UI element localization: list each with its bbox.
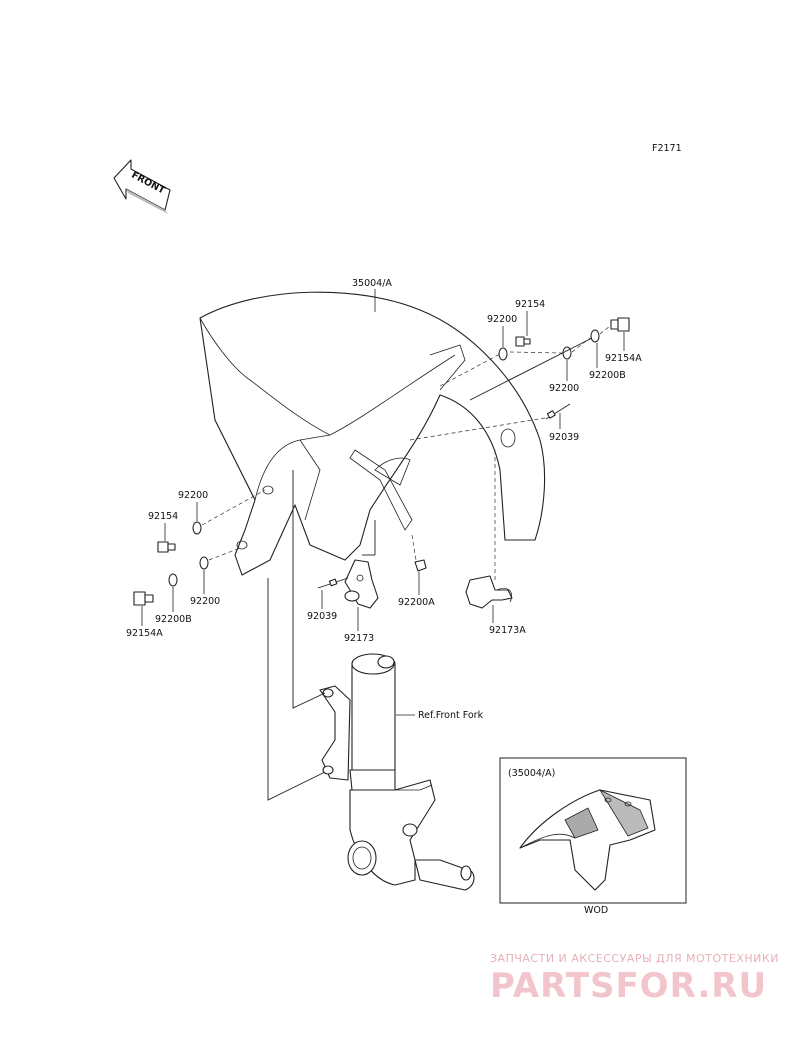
label-fender: 35004/A	[352, 278, 392, 289]
inset-caption: WOD	[584, 905, 608, 916]
bolt-left-a-icon	[133, 591, 154, 606]
inset-box: (35004/A)	[499, 757, 687, 904]
label-washer-left-top: 92200	[178, 490, 208, 501]
watermark-brand: PARTSFOR.RU	[490, 966, 768, 1006]
bolt-right-icon	[610, 317, 630, 332]
inset-label: (35004/A)	[508, 768, 555, 779]
washer-left-bottom	[199, 556, 209, 570]
front-fender	[199, 291, 546, 576]
bracket-left	[344, 559, 379, 609]
washer-b-left	[168, 573, 178, 587]
label-washer-b-right: 92200B	[589, 370, 626, 381]
label-washer-top: 92200	[487, 314, 517, 325]
front-fork	[319, 653, 475, 891]
label-washer-left-bottom: 92200	[190, 596, 220, 607]
label-washer-right: 92200	[549, 383, 579, 394]
label-bracket-right: 92173A	[489, 625, 526, 636]
washer-left-top	[192, 521, 202, 535]
label-bolt-left-a: 92154A	[126, 628, 163, 639]
label-bracket-left: 92173	[344, 633, 374, 644]
label-clamp-right: 92039	[549, 432, 579, 443]
washer-top	[498, 347, 508, 361]
label-clamp-left: 92039	[307, 611, 337, 622]
label-bolt-right: 92154A	[605, 353, 642, 364]
figure-code: F2171	[652, 143, 682, 154]
label-bolt-top: 92154	[515, 299, 545, 310]
label-bolt-left: 92154	[148, 511, 178, 522]
bracket-right	[465, 575, 513, 609]
clamp-left-icon	[317, 577, 349, 589]
watermark-tagline: ЗАПЧАСТИ И АКСЕССУАРЫ ДЛЯ МОТОТЕХНИКИ	[490, 952, 779, 965]
clamp-right-icon	[545, 403, 571, 420]
front-arrow-icon: FRONT	[113, 159, 171, 214]
bolt-left-icon	[157, 541, 176, 553]
washer-a	[414, 559, 427, 572]
bolt-top-icon	[515, 336, 531, 347]
label-washer-b-left: 92200B	[155, 614, 192, 625]
label-washer-a: 92200A	[398, 597, 435, 608]
washer-b-right	[590, 329, 600, 343]
label-front-fork-ref: Ref.Front Fork	[418, 710, 484, 721]
